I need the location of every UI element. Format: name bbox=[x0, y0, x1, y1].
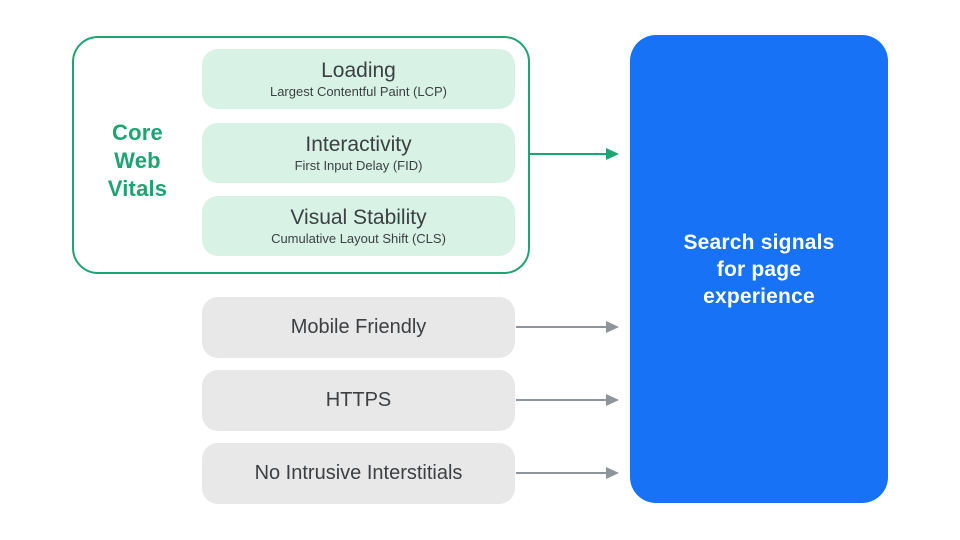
arrow-line bbox=[516, 399, 606, 401]
arrow-head-icon bbox=[606, 394, 619, 406]
signal-box-https: HTTPS bbox=[202, 370, 515, 431]
vital-subtitle-fid: First Input Delay (FID) bbox=[294, 157, 423, 173]
vital-subtitle-lcp: Largest Contentful Paint (LCP) bbox=[269, 83, 448, 99]
vital-title-visual-stability: Visual Stability bbox=[290, 205, 427, 229]
core-web-vitals-arrow bbox=[530, 147, 619, 161]
signal-box-mobile-friendly: Mobile Friendly bbox=[202, 297, 515, 358]
search-signals-result-label: Search signals for page experience bbox=[683, 230, 835, 308]
search-signals-result-box: Search signals for page experience bbox=[630, 35, 888, 503]
vital-subtitle-cls: Cumulative Layout Shift (CLS) bbox=[271, 230, 446, 246]
arrow-head-icon bbox=[606, 148, 619, 160]
signal-label-no-intrusive-interstitials: No Intrusive Interstitials bbox=[254, 462, 463, 484]
arrow-line bbox=[530, 152, 606, 156]
signal-label-https: HTTPS bbox=[325, 389, 392, 411]
signal-box-no-intrusive-interstitials: No Intrusive Interstitials bbox=[202, 443, 515, 504]
vital-box-interactivity: Interactivity First Input Delay (FID) bbox=[202, 123, 515, 183]
core-web-vitals-group bbox=[72, 36, 530, 274]
vital-box-loading: Loading Largest Contentful Paint (LCP) bbox=[202, 49, 515, 109]
mobile-friendly-arrow bbox=[516, 320, 619, 334]
vital-box-visual-stability: Visual Stability Cumulative Layout Shift… bbox=[202, 196, 515, 256]
arrow-line bbox=[516, 326, 606, 328]
arrow-line bbox=[516, 472, 606, 474]
signal-label-mobile-friendly: Mobile Friendly bbox=[290, 316, 427, 338]
vital-title-interactivity: Interactivity bbox=[305, 132, 412, 156]
vital-title-loading: Loading bbox=[321, 58, 396, 82]
no-intrusive-interstitials-arrow bbox=[516, 466, 619, 480]
arrow-head-icon bbox=[606, 467, 619, 479]
core-web-vitals-label: Core Web Vitals bbox=[107, 120, 168, 201]
https-arrow bbox=[516, 393, 619, 407]
arrow-head-icon bbox=[606, 321, 619, 333]
